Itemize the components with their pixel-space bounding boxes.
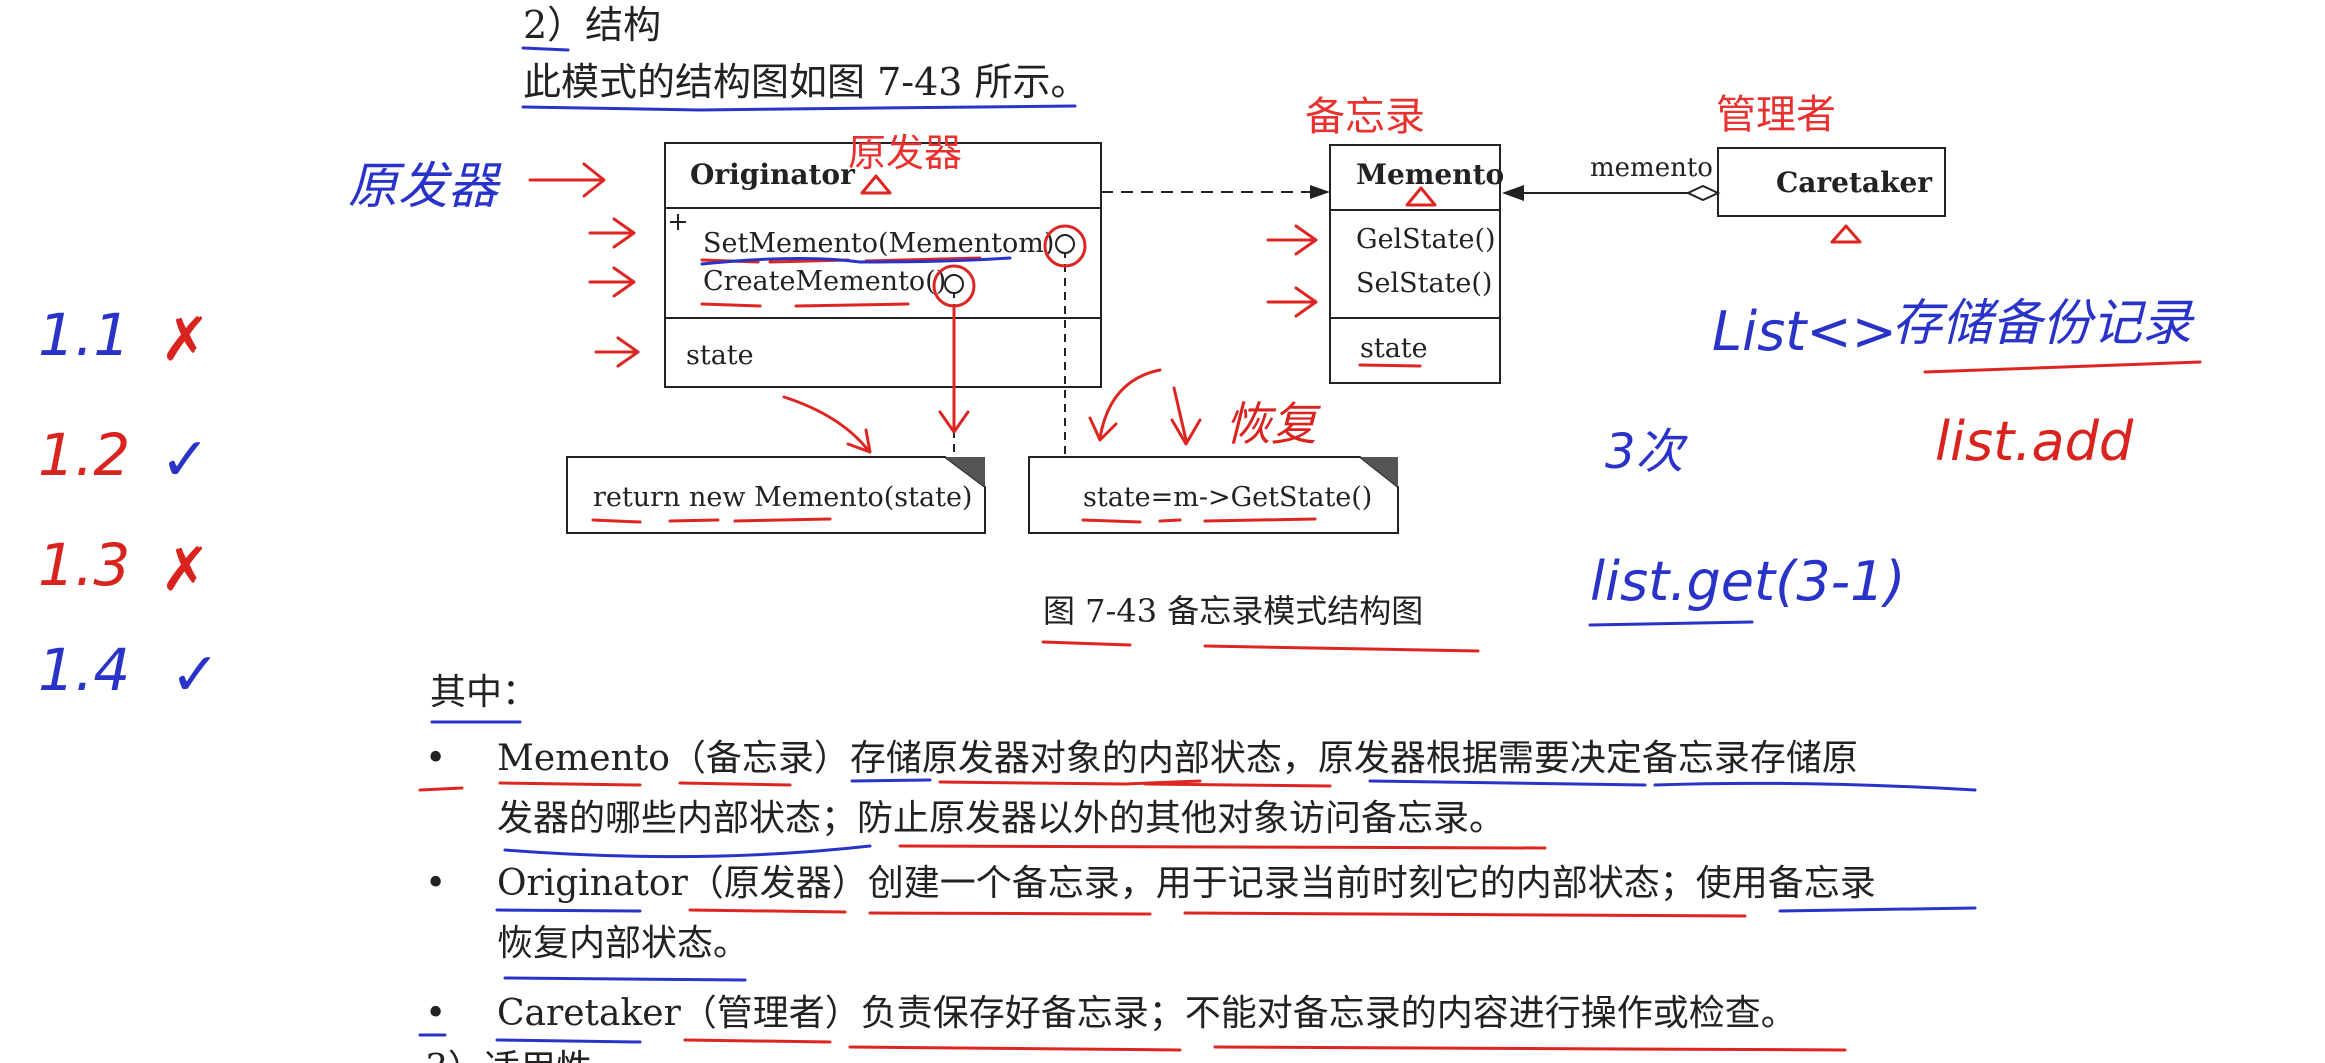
caret-memento-icon	[1405, 186, 1437, 207]
handwritten-list-get: list.get(3-1)	[1590, 550, 1905, 613]
memento-class-box: Memento GelState() SelState() state	[1329, 144, 1504, 384]
checklist-mark-1: ✗	[160, 305, 210, 375]
blue-underlines-diagram	[521, 46, 1077, 266]
caret-caretaker-icon	[1830, 224, 1862, 244]
memento-attribute: state	[1360, 333, 1428, 364]
originator-class-name: Originator	[690, 158, 856, 191]
note-right-text: state=m->GetState()	[1083, 482, 1372, 513]
next-heading-partial: 3）适用性	[425, 1048, 592, 1063]
caret-originator-icon	[860, 174, 892, 195]
bullet-2-symbol: •	[425, 863, 446, 904]
red-arrows-memento	[1266, 224, 1318, 318]
checklist-label-1: 1.1	[38, 301, 130, 369]
red-curl-arrow-icon	[1088, 368, 1162, 442]
memento-method-setstate: SelState()	[1356, 268, 1492, 299]
note-left-text: return new Memento(state)	[593, 482, 972, 513]
section-heading: 2）结构	[523, 3, 661, 47]
memento-class-name: Memento	[1356, 158, 1504, 191]
red-down-arrow-small-icon	[1170, 386, 1202, 446]
bullet-1-line-2: 发器的哪些内部状态；防止原发器以外的其他对象访问备忘录。	[497, 798, 1505, 839]
checklist-mark-4: ✓	[170, 640, 220, 710]
red-arrow-down-icon	[938, 305, 970, 434]
handwritten-times: 3次	[1605, 424, 1689, 480]
handwritten-restore: 恢复	[1225, 397, 1322, 451]
originator-method-creatememento: CreateMemento()	[703, 266, 946, 297]
bullet-1-line-1: Memento（备忘录）存储原发器对象的内部状态，原发器根据需要决定备忘录存储原	[497, 738, 1858, 779]
bullet-3-symbol: •	[425, 993, 446, 1034]
caretaker-cn-label: 管理者	[1716, 92, 1836, 138]
originator-method-setmemento: SetMemento(Mementom)	[703, 228, 1054, 259]
bullet-2-line-2: 恢复内部状态。	[497, 923, 749, 964]
handwritten-store: 存储备份记录	[1892, 294, 2195, 352]
section-intro: 此模式的结构图如图 7-43 所示。	[523, 60, 1089, 104]
red-arrows-originator	[528, 162, 640, 368]
handwritten-list-get-underline	[1588, 620, 1754, 627]
note-creatememento: return new Memento(state)	[566, 456, 986, 534]
checklist-mark-2: ✓	[160, 425, 210, 495]
association-label: memento	[1590, 153, 1713, 183]
handwritten-store-underline	[1923, 360, 2202, 374]
note-right-anchor-icon	[1055, 234, 1075, 254]
caretaker-class-box: Caretaker	[1717, 147, 1946, 217]
bullet-1-symbol: •	[425, 738, 446, 779]
red-curve-arrow-icon	[782, 395, 872, 454]
handwritten-originator: 原发器	[348, 157, 502, 215]
caretaker-class-name: Caretaker	[1776, 166, 1933, 199]
originator-attribute: state	[686, 340, 754, 371]
red-circle-setmemento-icon	[1043, 224, 1087, 268]
memento-cn-label: 备忘录	[1305, 94, 1425, 140]
figure-caption: 图 7-43 备忘录模式结构图	[1043, 592, 1423, 630]
checklist-label-3: 1.3	[38, 531, 130, 599]
dependency-arrow	[1101, 185, 1330, 199]
checklist-label-4: 1.4	[38, 636, 130, 704]
handwritten-list: List<>	[1712, 300, 1897, 363]
aggregation-link: memento	[1502, 153, 1721, 202]
checklist-label-2: 1.2	[38, 421, 130, 489]
body-intro: 其中：	[430, 672, 538, 713]
bullet-3-line-1: Caretaker（管理者）负责保存好备忘录；不能对备忘录的内容进行操作或检查。	[497, 993, 1797, 1034]
note-setmemento: state=m->GetState()	[1028, 456, 1399, 534]
originator-class-box: Originator SetMemento(Mementom) CreateMe…	[664, 142, 1102, 388]
originator-cn-label: 原发器	[848, 131, 962, 175]
bullet-2-line-1: Originator（原发器）创建一个备忘录，用于记录当前时刻它的内部状态；使用…	[497, 863, 1876, 904]
handwritten-list-add: list.add	[1935, 410, 2134, 473]
memento-method-getstate: GelState()	[1356, 224, 1496, 255]
checklist: 1.1 ✗ 1.2 ✓ 1.3 ✗ 1.4 ✓	[38, 301, 220, 710]
note-left-anchor-icon	[944, 274, 964, 294]
body-underlines	[418, 778, 1977, 1052]
cursor-crosshair-icon	[670, 214, 686, 230]
checklist-mark-3: ✗	[160, 535, 210, 605]
